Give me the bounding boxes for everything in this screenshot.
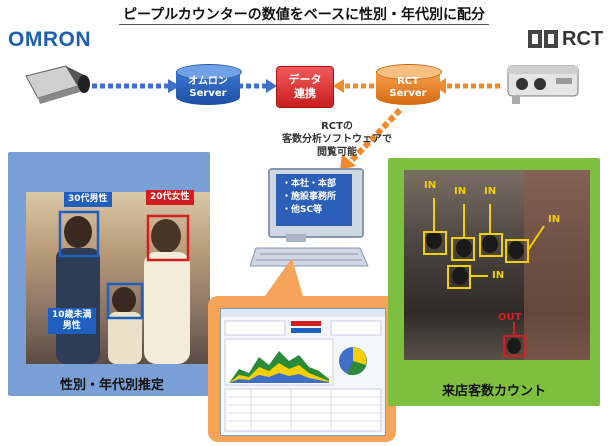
rct-server-label-1: RCT (397, 76, 419, 87)
tag-under10-male: 10歳未満 男性 (48, 308, 96, 334)
rct-logo-text: RCT (562, 28, 604, 50)
out-label: OUT (498, 312, 522, 323)
rct-logo-mark-icon (528, 30, 558, 48)
in-label-5: IN (492, 270, 505, 281)
page-title: ピープルカウンターの数値をベースに性別・年代別に配分 (0, 4, 608, 25)
keyboard-icon (250, 234, 369, 267)
title-text: ピープルカウンターの数値をベースに性別・年代別に配分 (118, 7, 490, 25)
monitor-screen: ・本社・本部 ・施設事務所 ・他SC等 (276, 174, 352, 226)
tag-under10-line-1: 10歳未満 (52, 310, 92, 320)
tag-under10-line-2: 男性 (62, 321, 81, 331)
tag-20s-female: 20代女性 (146, 190, 194, 205)
omron-server: オムロン Server (176, 64, 242, 108)
camera-right-icon (507, 65, 579, 104)
monitor-item-3: ・他SC等 (282, 205, 323, 215)
shoppers-figures (56, 210, 190, 364)
analysis-note-line-1: RCTの (321, 121, 353, 132)
in-label-1: IN (424, 180, 437, 191)
in-label-4: IN (548, 214, 561, 225)
camera-left-icon (25, 65, 90, 104)
analysis-note: RCTの 客数分析ソフトウェアで 閲覧可能 (282, 120, 392, 159)
visitor-count-panel: IN IN IN IN IN OUT 来店客数カウント (388, 158, 600, 406)
software-screenshot (220, 308, 386, 436)
relay-label-2: 連携 (294, 87, 316, 100)
omron-server-label-1: オムロン (188, 76, 228, 87)
omron-logo: OMRON (8, 28, 91, 51)
right-panel-caption: 来店客数カウント (442, 384, 547, 399)
tag-30s-male: 30代男性 (64, 192, 112, 207)
software-ui-graphic (221, 309, 385, 432)
analysis-note-line-2: 客数分析ソフトウェアで (282, 134, 392, 145)
store-entrance-photo (404, 170, 590, 360)
rct-server: RCT Server (376, 64, 442, 108)
rct-server-label-2: Server (389, 88, 427, 99)
gender-age-panel: 30代男性 20代女性 10歳未満 男性 性別・年代別推定 (8, 152, 210, 396)
omron-server-label-2: Server (189, 88, 227, 99)
camera-to-omron-arrowhead (168, 79, 180, 93)
left-panel-caption: 性別・年代別推定 (60, 378, 165, 393)
analysis-note-line-3: 閲覧可能 (317, 147, 357, 158)
in-label-3: IN (484, 186, 497, 197)
entrance-figures (423, 170, 590, 360)
data-relay-box: データ 連携 (276, 66, 334, 108)
monitor-item-2: ・施設事務所 (282, 192, 337, 202)
in-label-2: IN (454, 186, 467, 197)
monitor-item-1: ・本社・本部 (282, 179, 337, 189)
rct-logo: RCT (528, 28, 604, 50)
shoppers-photo (26, 192, 210, 364)
rct-to-monitor-arrow (349, 107, 403, 163)
relay-label-1: データ (288, 73, 322, 86)
